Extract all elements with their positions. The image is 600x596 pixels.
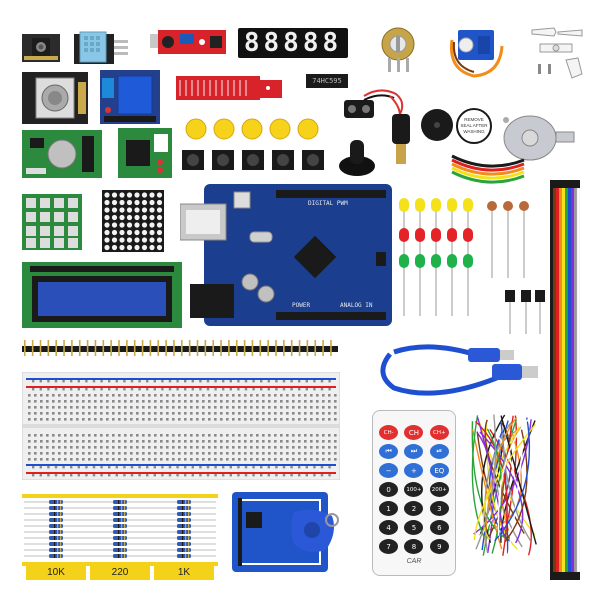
active-buzzer: REMOVE SEAL AFTER WASHING [456, 108, 492, 144]
water-level-sensor [176, 74, 286, 104]
remote-key[interactable]: CH [404, 425, 424, 440]
servo-horns [528, 22, 586, 82]
remote-logo: CAR [406, 558, 422, 565]
board-analog-label: ANALOG IN [340, 302, 373, 309]
resistor-label-10k: 10K [26, 566, 86, 580]
rfid-key-tag [286, 506, 340, 558]
lcd-1602-module [22, 262, 182, 328]
pin-header-strip [22, 340, 338, 356]
photoresistors [482, 198, 542, 278]
remote-key[interactable]: 5 [404, 520, 424, 535]
button-caps [184, 118, 324, 140]
remote-key[interactable]: 8 [404, 539, 424, 554]
resistor-label-1k: 1K [154, 566, 214, 580]
remote-key[interactable]: 9 [429, 539, 449, 554]
remote-key[interactable]: EQ [429, 463, 449, 478]
buzzer-sticker-text: REMOVE SEAL AFTER WASHING [460, 117, 488, 134]
seven-segment-display: 88888 [238, 28, 348, 58]
remote-key[interactable]: CH- [379, 425, 399, 440]
remote-key[interactable]: 3 [429, 501, 449, 516]
dht11-sensor-module [74, 30, 130, 66]
rtc-module [22, 130, 102, 178]
dc-barrel-plug [382, 96, 420, 168]
remote-key[interactable]: 1 [379, 501, 399, 516]
remote-key[interactable]: 100+ [404, 482, 424, 497]
board-power-label: POWER [292, 302, 311, 309]
remote-key[interactable]: 200+ [429, 482, 449, 497]
remote-key[interactable]: CH+ [429, 425, 449, 440]
sound-sensor-module [150, 28, 226, 56]
arduino-uno-board: DIGITAL PWM POWER ANALOG IN [180, 182, 394, 330]
tactile-switches [180, 146, 326, 174]
potentiometer [378, 26, 418, 74]
jumper-ribbon-long [550, 180, 580, 580]
stepper-driver-board [118, 128, 172, 178]
remote-key[interactable]: 4 [379, 520, 399, 535]
jumper-wires-bundle [462, 410, 548, 560]
board-title: DIGITAL PWM [308, 200, 348, 207]
keypad-4x4 [22, 194, 82, 250]
ribbon-cable-short [448, 150, 528, 190]
resistor-label-220: 220 [90, 566, 150, 580]
servo-motor [444, 20, 506, 82]
remote-key[interactable]: + [404, 463, 424, 478]
joystick-cap [336, 136, 378, 178]
stepper-motor [496, 112, 576, 168]
usb-cable [370, 344, 542, 400]
resistor-strips: 10K 220 1K [22, 494, 218, 584]
remote-key[interactable]: 6 [429, 520, 449, 535]
remote-key[interactable]: − [379, 463, 399, 478]
remote-key[interactable]: ⏮ [379, 444, 399, 459]
breadboard [22, 372, 340, 480]
led-dot-matrix [102, 190, 164, 252]
remote-key[interactable]: ⏯ [429, 444, 449, 459]
relay-module [100, 70, 160, 124]
seven-segment-digits: 88888 [243, 28, 343, 58]
remote-key[interactable]: 0 [379, 482, 399, 497]
led-set [394, 192, 482, 316]
shift-register-ic: 74HC595 [306, 74, 348, 88]
rotary-encoder-module [22, 34, 60, 62]
remote-key[interactable]: ⏭ [404, 444, 424, 459]
ic-part-number: 74HC595 [312, 77, 342, 85]
joystick-module [22, 72, 88, 124]
buzzer [420, 108, 454, 142]
temperature-sensors [502, 290, 546, 334]
remote-key[interactable]: 2 [404, 501, 424, 516]
remote-key[interactable]: 7 [379, 539, 399, 554]
